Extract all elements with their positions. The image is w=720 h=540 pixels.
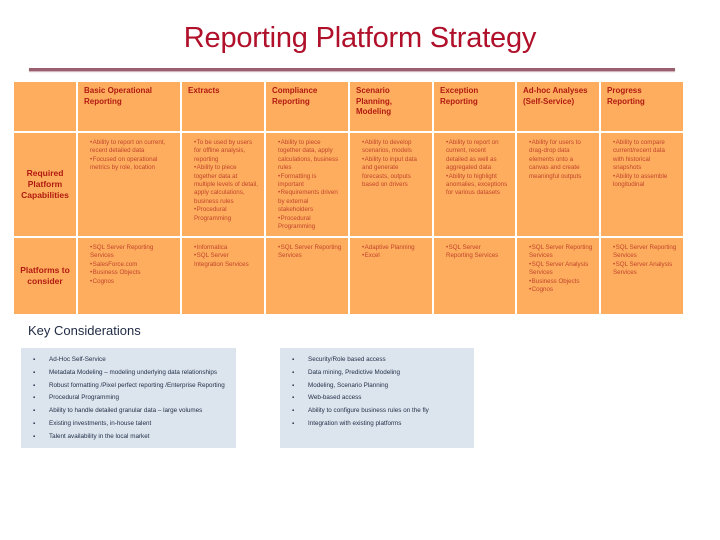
consideration-item: Security/Role based access: [288, 354, 466, 367]
table-cell: SQL Server Reporting ServicesSQL Server …: [601, 238, 683, 314]
table-cell: InformaticaSQL Server Integration Servic…: [182, 238, 264, 314]
cell-bullet-item: Informatica: [194, 244, 258, 252]
key-considerations-title: Key Considerations: [28, 323, 141, 338]
cell-bullet-item: Requirements driven by external stakehol…: [278, 189, 342, 214]
consideration-item: Ad-Hoc Self-Service: [29, 354, 228, 367]
cell-bullet-item: SalesForce.com: [90, 261, 174, 269]
cell-bullet-item: Procedural Programming: [278, 215, 342, 232]
column-header-label: Progress Reporting: [607, 86, 645, 106]
key-considerations-right-box: Security/Role based accessData mining, P…: [280, 348, 474, 448]
row-label-text: Platforms to consider: [20, 265, 70, 286]
column-header: Compliance Reporting: [266, 82, 348, 131]
consideration-item: Ability to configure business rules on t…: [288, 405, 466, 418]
corner-cell: [14, 82, 76, 131]
consideration-item: Talent availability in the local market: [29, 431, 228, 444]
consideration-item: Metadata Modeling – modeling underlying …: [29, 367, 228, 380]
cell-bullet-item: Ability to compare current/recent data w…: [613, 139, 677, 173]
column-header: Basic Operational Reporting: [78, 82, 180, 131]
cell-bullet-item: Excel: [362, 252, 426, 260]
column-header-label: Extracts: [188, 86, 220, 95]
cell-bullet-item: Ability to piece together data at multip…: [194, 164, 258, 206]
cell-bullet-item: Formatting is important: [278, 173, 342, 190]
cell-bullet-item: SQL Server Analysis Services: [613, 261, 677, 278]
table-cell: Ability to report on current, recent det…: [78, 133, 180, 236]
consideration-item: Data mining, Predictive Modeling: [288, 367, 466, 380]
cell-bullet-item: Ability to highlight anomalies, exceptio…: [446, 173, 509, 198]
row-label: Platforms to consider: [14, 238, 76, 314]
column-header-label: Ad-hoc Analyses (Self-Service): [523, 86, 588, 106]
consideration-item: Integration with existing platforms: [288, 418, 466, 431]
cell-bullet-item: SQL Server Reporting Services: [529, 244, 593, 261]
cell-bullet-item: Ability to develop scenarios, models: [362, 139, 426, 156]
column-header: Ad-hoc Analyses (Self-Service): [517, 82, 599, 131]
key-considerations-left-box: Ad-Hoc Self-ServiceMetadata Modeling – m…: [21, 348, 236, 448]
cell-bullet-item: Ability to report on current, recent det…: [446, 139, 509, 173]
cell-bullet-item: SQL Server Integration Services: [194, 252, 258, 269]
column-header: Extracts: [182, 82, 264, 131]
cell-bullet-item: Adaptive Planning: [362, 244, 426, 252]
table-cell: Ability to piece together data, apply ca…: [266, 133, 348, 236]
consideration-item: Procedural Programming: [29, 392, 228, 405]
page-title: Reporting Platform Strategy: [183, 22, 537, 54]
table-cell: Adaptive PlanningExcel: [350, 238, 432, 314]
table-cell: Ability to develop scenarios, modelsAbil…: [350, 133, 432, 236]
table-cell: To be used by users for offline analysis…: [182, 133, 264, 236]
table-cell: Ability to report on current, recent det…: [434, 133, 515, 236]
cell-bullet-item: Procedural Programming: [194, 206, 258, 223]
column-header-label: Scenario Planning, Modeling: [356, 86, 392, 116]
cell-bullet-item: Cognos: [90, 278, 174, 286]
column-header: Progress Reporting: [601, 82, 683, 131]
row-label-text: Required Platform Capabilities: [21, 168, 69, 200]
cell-bullet-item: Ability to assemble longitudinal: [613, 173, 677, 190]
cell-bullet-item: Business Objects: [529, 278, 593, 286]
column-header-label: Basic Operational Reporting: [84, 86, 153, 106]
consideration-item: Robust formatting /Pixel perfect reporti…: [29, 380, 228, 393]
consideration-item: Existing investments, in-house talent: [29, 418, 228, 431]
cell-bullet-item: Business Objects: [90, 269, 174, 277]
column-header: Scenario Planning, Modeling: [350, 82, 432, 131]
cell-bullet-item: To be used by users for offline analysis…: [194, 139, 258, 164]
column-header: Exception Reporting: [434, 82, 515, 131]
table-cell: Ability for users to drag-drop data elem…: [517, 133, 599, 236]
cell-bullet-item: Ability to input data and generate forec…: [362, 156, 426, 190]
table-cell: SQL Server Reporting ServicesSalesForce.…: [78, 238, 180, 314]
row-label: Required Platform Capabilities: [14, 133, 76, 236]
cell-bullet-item: SQL Server Reporting Services: [90, 244, 174, 261]
column-header-label: Compliance Reporting: [272, 86, 318, 106]
consideration-item: Web-based access: [288, 392, 466, 405]
cell-bullet-item: SQL Server Analysis Services: [529, 261, 593, 278]
cell-bullet-item: Ability for users to drag-drop data elem…: [529, 139, 593, 181]
cell-bullet-item: SQL Server Reporting Services: [613, 244, 677, 261]
table-cell: Ability to compare current/recent data w…: [601, 133, 683, 236]
column-header-label: Exception Reporting: [440, 86, 479, 106]
cell-bullet-item: SQL Server Reporting Services: [278, 244, 342, 261]
cell-bullet-item: Ability to piece together data, apply ca…: [278, 139, 342, 173]
cell-bullet-item: Focused on operational metrics by role, …: [90, 156, 174, 173]
cell-bullet-item: Ability to report on current, recent det…: [90, 139, 174, 156]
cell-bullet-item: Cognos: [529, 286, 593, 294]
consideration-item: Ability to handle detailed granular data…: [29, 405, 228, 418]
table-cell: SQL Server Reporting Services: [266, 238, 348, 314]
cell-bullet-item: SQL Server Reporting Services: [446, 244, 509, 261]
title-divider: [29, 68, 675, 71]
strategy-table: Basic Operational Reporting Extracts Compl…: [14, 82, 683, 314]
table-cell: SQL Server Reporting ServicesSQL Server …: [517, 238, 599, 314]
table-cell: SQL Server Reporting Services: [434, 238, 515, 314]
consideration-item: Modeling, Scenario Planning: [288, 380, 466, 393]
